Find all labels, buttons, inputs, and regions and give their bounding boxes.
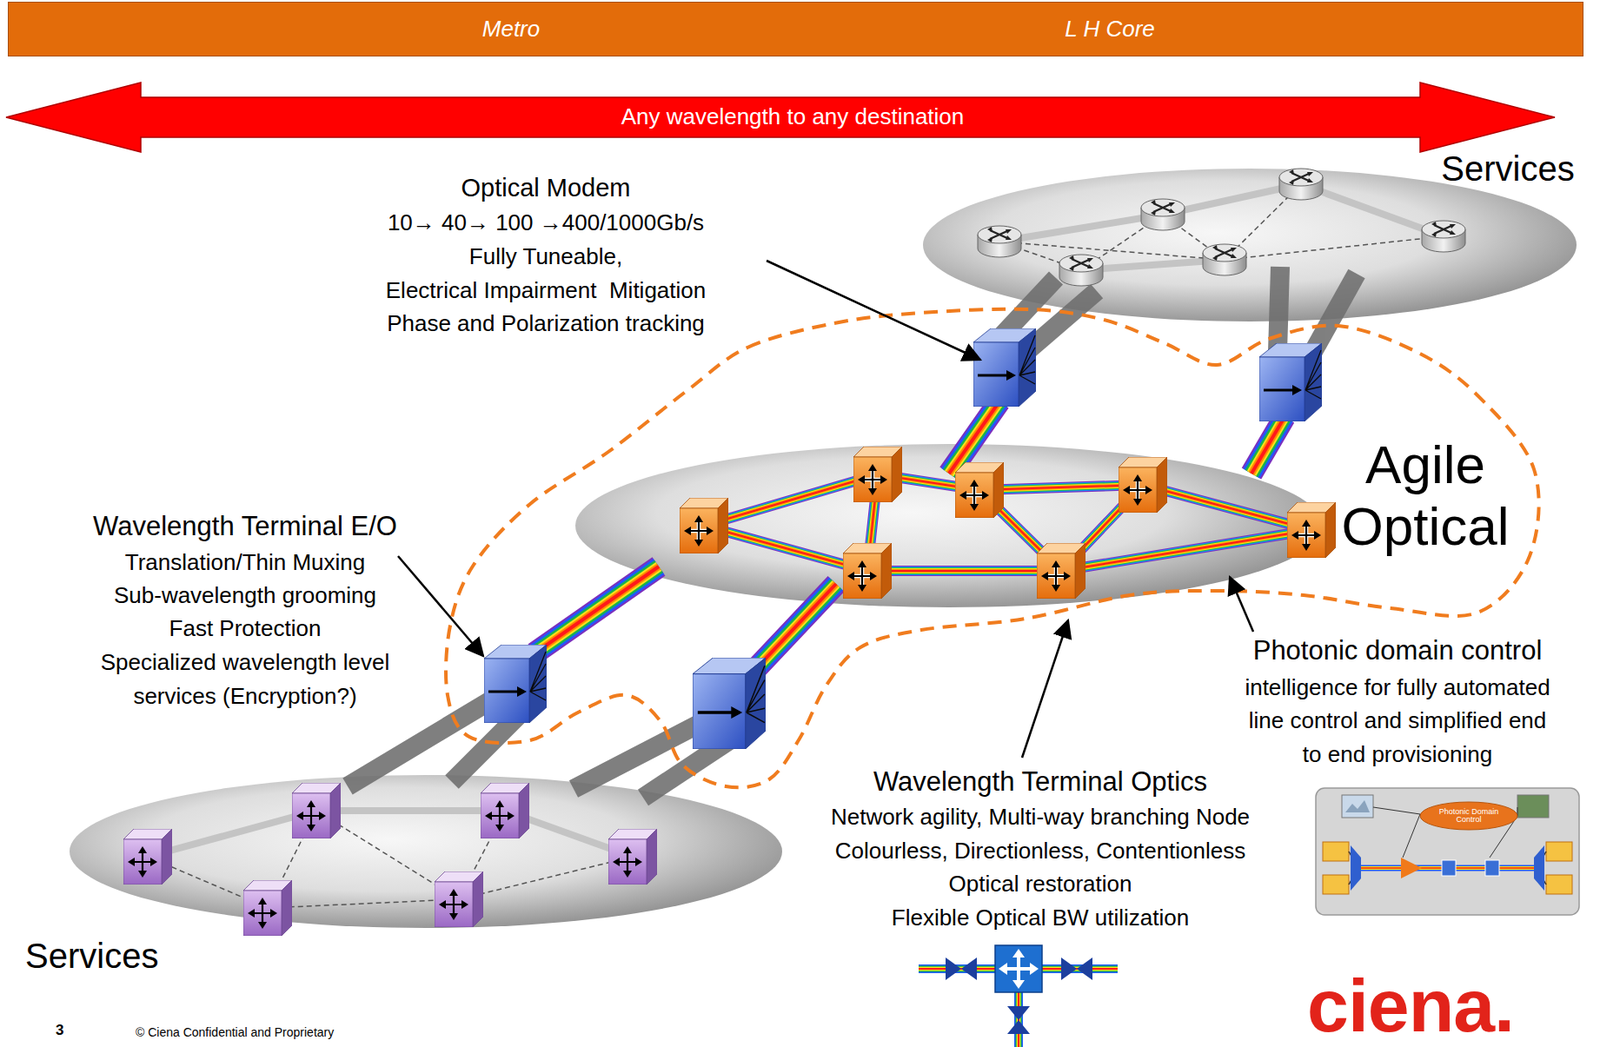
domain-ellipses (69, 168, 1577, 929)
roadm-nodes (679, 446, 1336, 599)
callout-text: Flexible Optical BW utilization (891, 904, 1189, 932)
callout-text: Sub-wavelength grooming (113, 582, 377, 610)
callout-text: line control and simplified end (1248, 707, 1547, 735)
callout-text: 10→ 40→ 100 →400/1000Gb/s (387, 209, 704, 237)
photonic-control-inset (1315, 788, 1580, 916)
company-logo: ciena. (1307, 968, 1514, 1043)
inset-text: Photonic Domain Control (1430, 808, 1508, 825)
page-number: 3 (55, 1022, 64, 1040)
layer-name: Services (1440, 147, 1574, 190)
callout-heading: Optical Modem (460, 172, 631, 204)
callout-text: Fast Protection (169, 615, 322, 643)
callout-text: Electrical Impairment Mitigation (385, 277, 706, 305)
arrow-text: Any wavelength to any destination (621, 103, 965, 131)
packet-switches (123, 783, 658, 937)
region-name: Metro (482, 15, 540, 43)
callout-heading: Wavelength Terminal E/O (92, 510, 398, 543)
switch-mesh (147, 810, 633, 909)
domain-name: Agile Optical (1316, 433, 1534, 558)
region-name: L H Core (1064, 15, 1156, 43)
callout-text: to end provisioning (1302, 741, 1493, 769)
callout-text: Translation/Thin Muxing (125, 549, 366, 577)
callout-text: Fully Tuneable, (469, 243, 623, 271)
callout-text: Optical restoration (949, 870, 1133, 898)
layer-name: Services (25, 935, 159, 977)
callout-heading: Photonic domain control (1253, 634, 1543, 667)
callout-text: Colourless, Directionless, Contentionles… (835, 837, 1247, 865)
region-band: Metro L H Core (7, 1, 1584, 57)
copyright-note: © Ciena Confidential and Proprietary (135, 1025, 334, 1041)
cdc-node-symbol (918, 945, 1118, 1047)
wavelength-beams (534, 401, 1285, 677)
double-arrow-band: Any wavelength to any destination (5, 81, 1556, 153)
callout-text: Phase and Polarization tracking (386, 310, 705, 338)
photonic-mesh (703, 474, 1312, 571)
arrow-outline (6, 82, 1555, 153)
routers (977, 168, 1466, 286)
callout-text: services (Encryption?) (132, 683, 357, 711)
callout-text: Specialized wavelength level (100, 649, 390, 677)
callout-text: intelligence for fully automated (1244, 674, 1550, 702)
callout-heading: Wavelength Terminal Optics (873, 765, 1208, 798)
wavelength-terminals (484, 328, 1322, 750)
callout-text: Network agility, Multi-way branching Nod… (830, 803, 1250, 831)
